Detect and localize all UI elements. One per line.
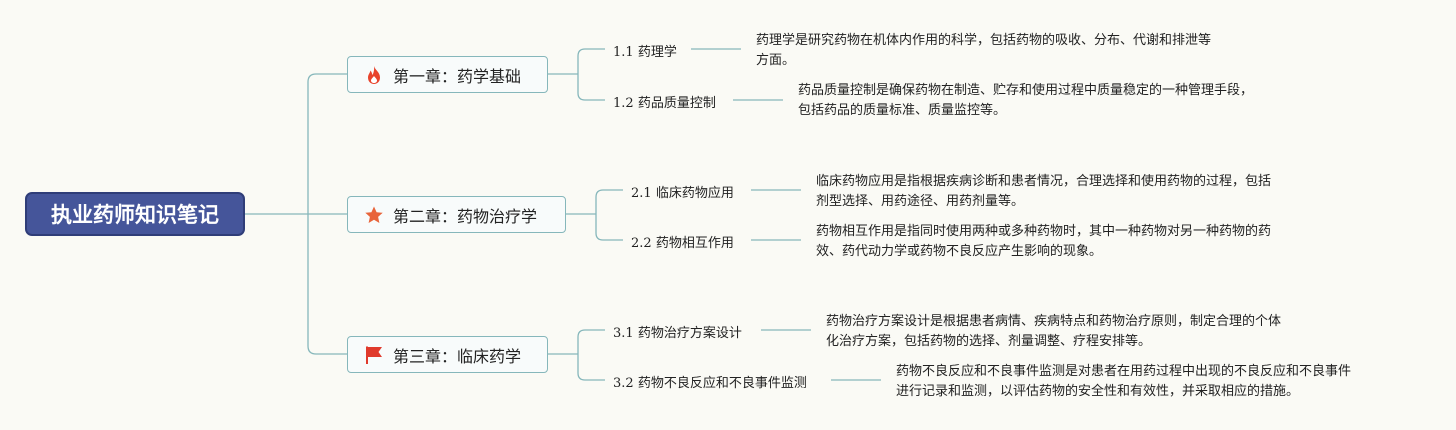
root-title: 执业药师知识笔记 [51,203,219,227]
section-description-3-2: 药物不良反应和不良事件监测是对患者在用药过程中出现的不良反应和不良事件 进行记录… [896,362,1351,402]
chapter-node-1[interactable]: 第一章：药学基础 [347,56,548,93]
chapter-title-2: 第二章：药物治疗学 [393,206,538,226]
fire-icon [363,64,385,86]
section-number: 1.2 [613,96,634,111]
description-line: 剂型选择、用药途径、用药剂量等。 [816,194,1025,209]
connector-ch3-s1 [577,329,605,354]
section-number: 2.1 [631,186,652,201]
star-icon [363,204,385,226]
description-line: 药物不良反应和不良事件监测是对患者在用药过程中出现的不良反应和不良事件 [896,364,1352,379]
description-line: 药品质量控制是确保药物在制造、贮存和使用过程中质量稳定的一种管理手段， [798,83,1254,98]
description-line: 效、药代动力学或药物不良反应产生影响的现象。 [816,244,1103,259]
connector-ch1-s2 [577,74,605,101]
section-label: 药理学 [637,45,677,60]
section-node-1-2[interactable]: 1.2 药品质量控制 [613,92,716,111]
connector-root-ch1 [307,73,347,214]
description-line: 化治疗方案，包括药物的选择、剂量调整、疗程安排等。 [826,334,1152,349]
section-node-2-2[interactable]: 2.2 药物相互作用 [631,232,734,251]
description-line: 药物治疗方案设计是根据患者病情、疾病特点和药物治疗原则，制定合理的个体 [826,314,1282,329]
description-line: 进行记录和监测，以评估药物的安全性和有效性，并采取相应的措施。 [896,384,1300,399]
connector-ch2-s2 [595,214,623,241]
section-node-2-1[interactable]: 2.1 临床药物应用 [631,182,734,201]
description-line: 临床药物应用是指根据疾病诊断和患者情况，合理选择和使用药物的过程，包括 [816,174,1272,189]
description-line: 药物相互作用是指同时使用两种或多种药物时，其中一种药物对另一种药物的药 [816,224,1272,239]
chapter-title-3: 第三章：临床药学 [393,346,522,366]
section-description-3-1: 药物治疗方案设计是根据患者病情、疾病特点和药物治疗原则，制定合理的个体 化治疗方… [826,312,1281,352]
description-line: 药理学是研究药物在机体内作用的科学，包括药物的吸收、分布、代谢和排泄等 [756,33,1212,48]
section-label: 药物相互作用 [655,236,734,251]
connector-ch1-s1 [577,48,605,74]
section-node-3-1[interactable]: 3.1 药物治疗方案设计 [613,322,742,341]
section-node-3-2[interactable]: 3.2 药物不良反应和不良事件监测 [613,372,807,391]
section-description-2-1: 临床药物应用是指根据疾病诊断和患者情况，合理选择和使用药物的过程，包括 剂型选择… [816,172,1271,212]
section-number: 2.2 [631,236,652,251]
section-label: 临床药物应用 [655,186,734,201]
chapter-node-2[interactable]: 第二章：药物治疗学 [347,196,566,233]
section-description-1-1: 药理学是研究药物在机体内作用的科学，包括药物的吸收、分布、代谢和排泄等 方面。 [756,31,1211,71]
chapter-title-1: 第一章：药学基础 [393,66,522,86]
description-line: 方面。 [756,53,796,68]
section-number: 3.2 [613,376,634,391]
description-line: 包括药品的质量标准、质量监控等。 [798,103,1007,118]
section-number: 3.1 [613,326,634,341]
connector-ch2-s1 [595,189,623,214]
section-label: 药物不良反应和不良事件监测 [637,376,807,391]
section-node-1-1[interactable]: 1.1 药理学 [613,41,677,60]
flag-icon [363,344,385,366]
section-description-1-2: 药品质量控制是确保药物在制造、贮存和使用过程中质量稳定的一种管理手段， 包括药品… [798,81,1253,121]
section-description-2-2: 药物相互作用是指同时使用两种或多种药物时，其中一种药物对另一种药物的药 效、药代… [816,222,1271,262]
connector-ch3-s2 [577,354,605,381]
section-label: 药物治疗方案设计 [637,326,742,341]
chapter-node-3[interactable]: 第三章：临床药学 [347,336,548,373]
connector-root-ch3 [307,214,347,355]
root-node[interactable]: 执业药师知识笔记 [25,192,245,236]
section-label: 药品质量控制 [637,96,716,111]
section-number: 1.1 [613,45,634,60]
